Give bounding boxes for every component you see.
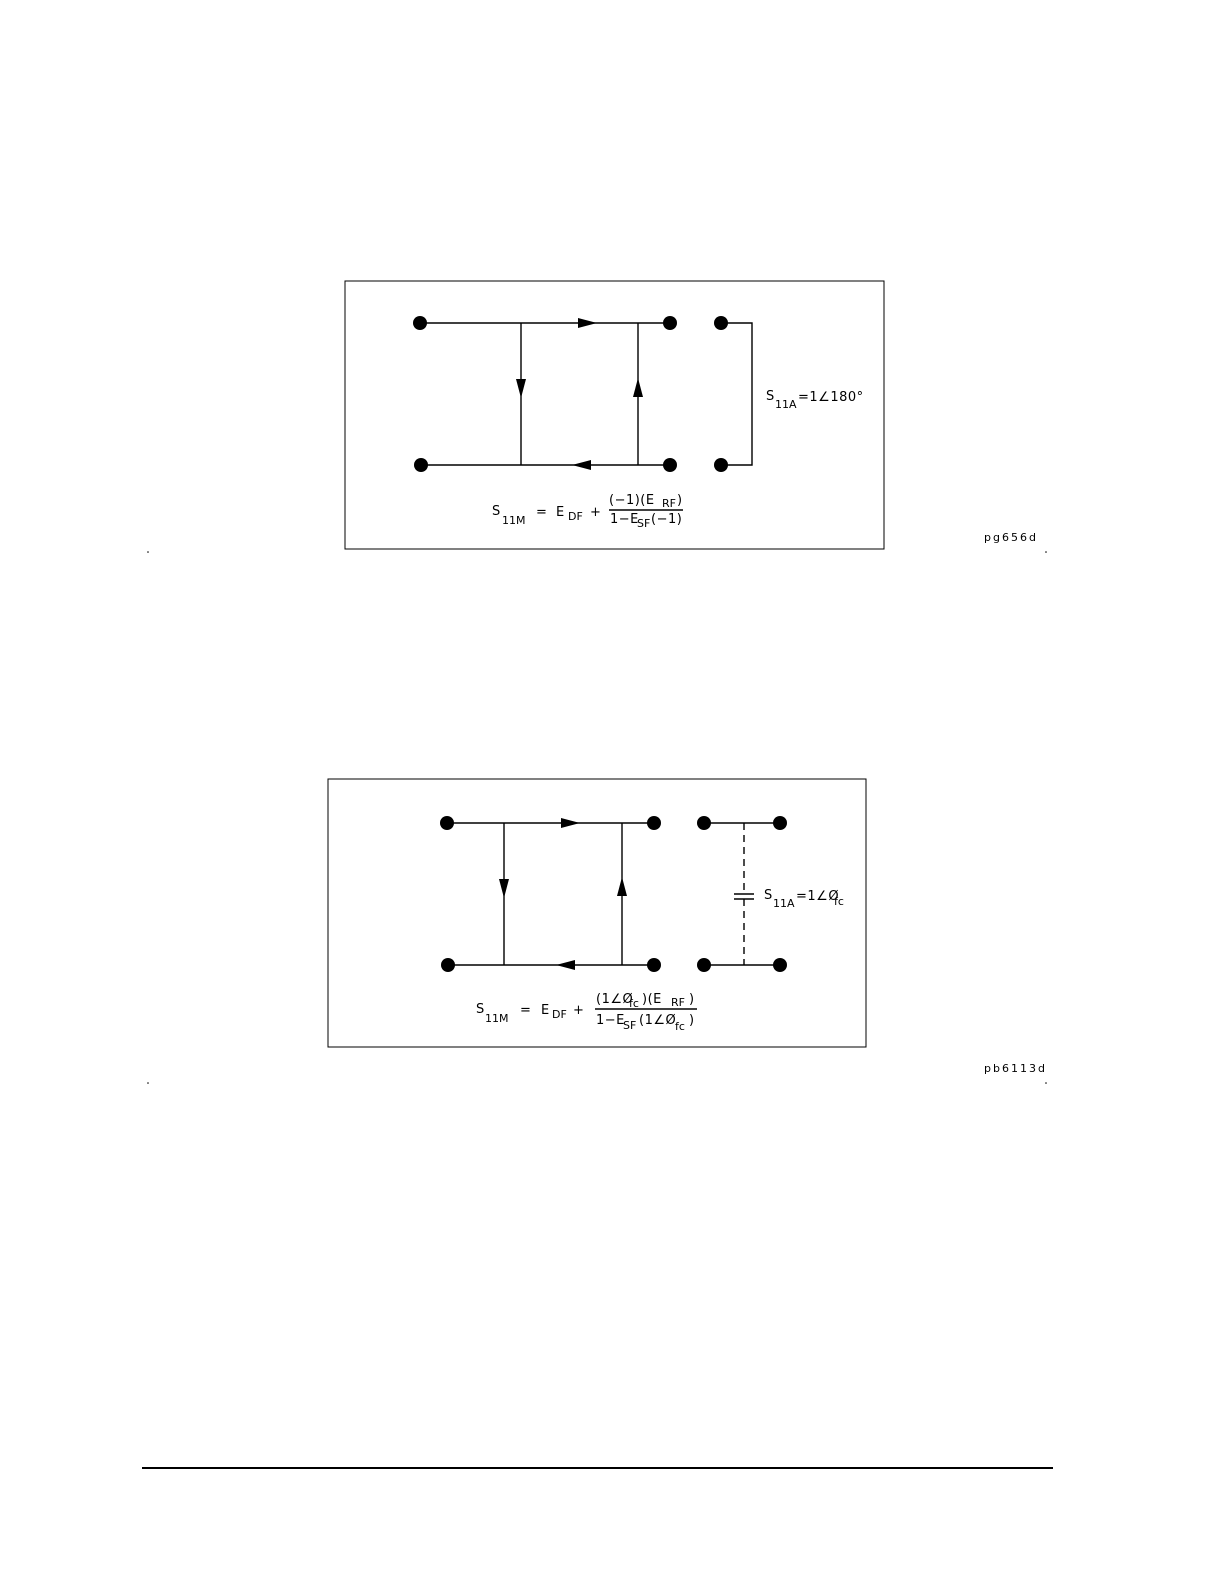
eq-numerator: (1∠Ø [596, 992, 633, 1007]
node-a2 [663, 458, 677, 472]
arrow-left-icon [572, 460, 591, 470]
s11a-label: S [766, 389, 775, 404]
node-termination-bottom-right [773, 958, 787, 972]
eq-denominator: 1−E [610, 512, 639, 527]
node-termination-top-left [697, 816, 711, 830]
eq-denominator-end: ) [689, 1013, 695, 1028]
arrow-right-icon [561, 818, 580, 828]
eq-numerator-mid: )(E [642, 992, 662, 1007]
arrow-up-icon [633, 378, 643, 397]
node-b2 [414, 458, 428, 472]
eq-numerator-subscript: RF [662, 497, 676, 510]
eq-lhs-subscript: 11M [485, 1012, 509, 1025]
eq-denominator-subscript: SF [637, 517, 650, 530]
figure-id: pg656d [984, 531, 1038, 544]
eq-plus: + [573, 1003, 584, 1018]
s11a-subscript: 11A [775, 398, 797, 411]
node-a1 [440, 816, 454, 830]
node-b2 [441, 958, 455, 972]
eq-equals: = [520, 1003, 531, 1018]
s11a-value: =1∠Ø [796, 889, 839, 904]
arrow-up-icon [617, 877, 627, 896]
eq-term1-subscript: DF [568, 510, 583, 523]
eq-numerator: (−1)(E [609, 493, 655, 508]
figure-2: S 11A =1∠Ø fc S 11M = E DF + (1∠Ø fc )(E… [147, 779, 1047, 1084]
eq-numerator-subscript-2: RF [671, 996, 685, 1009]
arrow-down-icon [516, 379, 526, 398]
eq-denominator: 1−E [596, 1013, 625, 1028]
arrow-left-icon [556, 960, 575, 970]
node-b1 [663, 316, 677, 330]
s11a-label: S [764, 888, 773, 903]
eq-term1-subscript: DF [552, 1008, 567, 1021]
node-short-top [714, 316, 728, 330]
crop-mark-right [1045, 551, 1047, 553]
node-b1 [647, 816, 661, 830]
s11a-value: =1∠180° [798, 390, 864, 405]
eq-plus: + [590, 505, 601, 520]
eq-denominator-subscript-2: fc [675, 1020, 685, 1033]
arrow-down-icon [499, 879, 509, 898]
eq-denominator-mid: (1∠Ø [639, 1013, 676, 1028]
eq-lhs: S [492, 504, 501, 519]
crop-mark-right [1045, 1082, 1047, 1084]
arrow-right-icon [578, 318, 597, 328]
node-a1 [413, 316, 427, 330]
node-a2 [647, 958, 661, 972]
node-short-bottom [714, 458, 728, 472]
eq-term1: E [541, 1003, 550, 1018]
figure-1: S 11A =1∠180° S 11M = E DF + (−1)(E RF )… [147, 281, 1047, 553]
eq-numerator-end: ) [677, 493, 683, 508]
s11a-value-subscript: fc [834, 895, 844, 908]
eq-term1: E [556, 505, 565, 520]
crop-mark-left [147, 551, 149, 553]
crop-mark-left [147, 1082, 149, 1084]
figure-id: pb6113d [984, 1062, 1047, 1075]
eq-denominator-end: (−1) [651, 512, 682, 527]
eq-lhs: S [476, 1002, 485, 1017]
s11a-subscript: 11A [773, 897, 795, 910]
eq-numerator-end: ) [689, 992, 695, 1007]
eq-numerator-subscript: fc [629, 997, 639, 1010]
node-termination-top-right [773, 816, 787, 830]
eq-equals: = [536, 505, 547, 520]
eq-denominator-subscript: SF [623, 1019, 636, 1032]
eq-lhs-subscript: 11M [502, 514, 526, 527]
node-termination-bottom-left [697, 958, 711, 972]
short-circuit-loop [721, 323, 752, 465]
